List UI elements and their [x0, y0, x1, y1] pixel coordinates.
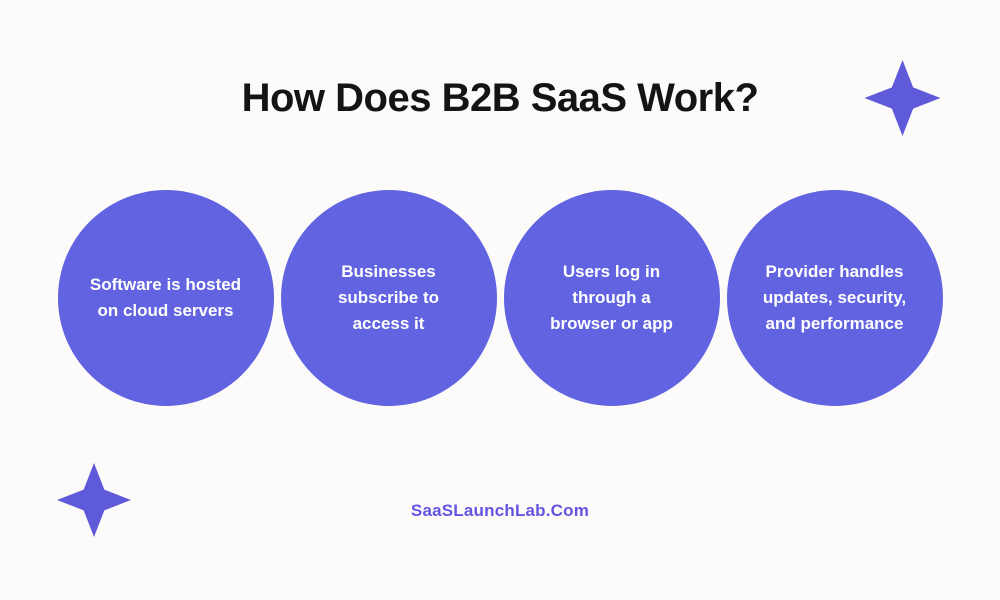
- step-line: on cloud servers: [97, 301, 234, 320]
- step-circle-hosting: Software is hosted on cloud servers: [57, 190, 274, 406]
- step-label: Users log in through a browser or app: [550, 259, 673, 337]
- step-label: Software is hosted on cloud servers: [90, 272, 241, 324]
- step-line: Users log in: [562, 262, 661, 281]
- brand-footer-text: SaaSLaunchLab.Com: [410, 501, 590, 520]
- step-label: Businesses subscribe to access it: [338, 259, 439, 337]
- step-circle-subscription: Businesses subscribe to access it: [280, 190, 497, 406]
- step-line: and performance: [765, 314, 904, 333]
- step-circle-maintenance: Provider handles updates, security, and …: [726, 190, 943, 406]
- sparkle-icon: [57, 463, 131, 537]
- steps-row: Software is hosted on cloud servers Busi…: [0, 190, 1000, 406]
- step-line: access it: [352, 314, 425, 333]
- sparkle-icon: [864, 60, 941, 136]
- step-circle-login: Users log in through a browser or app: [503, 190, 720, 406]
- step-line: Provider handles: [765, 262, 904, 281]
- step-line: Software is hosted: [89, 275, 242, 294]
- step-line: updates, security,: [762, 288, 907, 307]
- step-line: subscribe to: [337, 288, 440, 307]
- step-line: through a: [572, 288, 651, 307]
- step-line: Businesses: [341, 262, 436, 281]
- page-title: How Does B2B SaaS Work?: [241, 76, 759, 120]
- step-label: Provider handles updates, security, and …: [763, 259, 906, 337]
- step-line: browser or app: [550, 314, 673, 333]
